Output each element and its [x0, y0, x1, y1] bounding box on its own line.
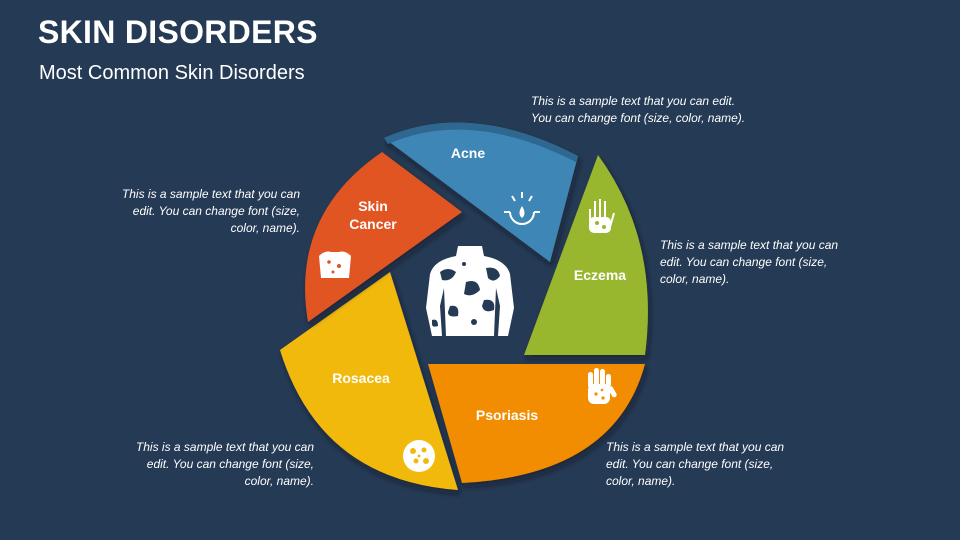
hand-icon: [589, 199, 615, 233]
note-acne: This is a sample text that you can edit.…: [531, 94, 746, 125]
page-subtitle: Most Common Skin Disorders: [39, 62, 305, 84]
note-skin-cancer: This is a sample text that you can edit.…: [121, 187, 300, 235]
page-title: SKIN DISORDERS: [38, 14, 318, 50]
cells-icon: [403, 440, 435, 472]
note-psoriasis: This is a sample text that you can edit.…: [606, 440, 785, 488]
segment-skin-cancer[interactable]: [305, 152, 462, 322]
segment-acne[interactable]: [384, 122, 578, 262]
segment-eczema-label: Eczema: [574, 267, 626, 283]
segment-eczema[interactable]: [524, 155, 648, 355]
segment-skin-cancer-label-line2: Cancer: [349, 216, 397, 232]
segment-acne-label: Acne: [451, 145, 485, 161]
segment-rosacea[interactable]: [280, 272, 458, 490]
segment-acne-shape: [384, 122, 578, 262]
note-rosacea: This is a sample text that you can edit.…: [135, 440, 314, 488]
segment-acne-rim: [384, 122, 578, 162]
segment-rosacea-label: Rosacea: [332, 370, 390, 386]
torso-with-patches-icon: [426, 246, 514, 336]
segment-skin-cancer-shape: [305, 152, 462, 322]
segment-eczema-shape: [524, 155, 648, 355]
segment-rosacea-shape: [280, 272, 458, 490]
acne-drop-icon: [504, 192, 540, 225]
segment-psoriasis-label: Psoriasis: [476, 407, 538, 423]
note-eczema: This is a sample text that you can edit.…: [660, 238, 839, 286]
spotted-hand-icon: [588, 368, 617, 404]
back-spots-icon: [319, 251, 351, 278]
segment-skin-cancer-label-line1: Skin: [358, 198, 388, 214]
